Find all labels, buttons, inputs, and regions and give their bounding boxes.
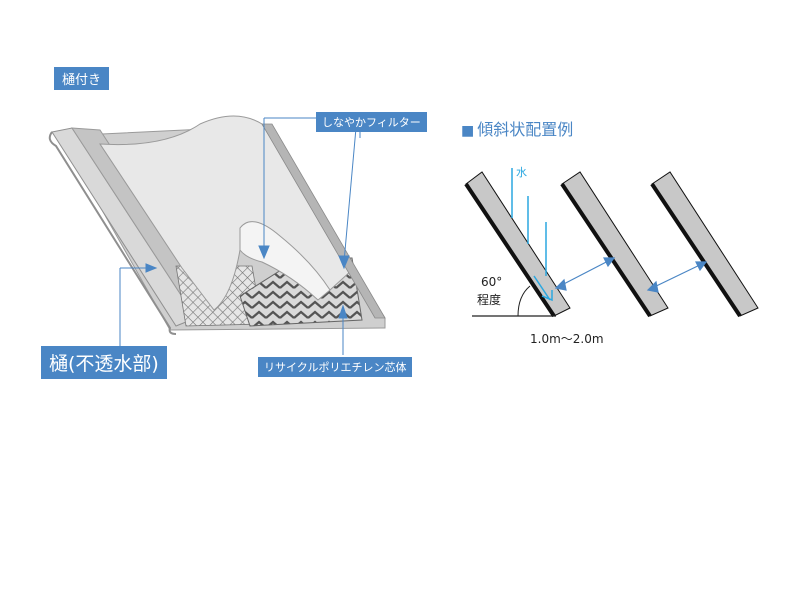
angle-note: 程度 [477, 293, 502, 307]
core-label: リサイクルポリエチレン芯体 [258, 357, 413, 377]
spacing-label: 1.0m〜2.0m [530, 332, 604, 346]
spacing-arrows [554, 257, 708, 293]
water-flow [511, 168, 553, 302]
angle-arc [517, 285, 531, 317]
square-bullet-icon: ■ [461, 123, 475, 139]
panel-2 [560, 171, 669, 318]
filter-label: しなやかフィルター [316, 112, 427, 132]
panel-3 [650, 171, 759, 318]
section-title-text: 傾斜状配置例 [477, 120, 574, 139]
panel-1 [464, 171, 571, 318]
gutter-tag: 樋付き [54, 67, 110, 90]
section-title: ■傾斜状配置例 [461, 116, 573, 140]
gutter-label: 樋(不透水部) [41, 346, 167, 379]
water-label: 水 [516, 166, 527, 179]
angle-label: 60° [481, 275, 503, 289]
